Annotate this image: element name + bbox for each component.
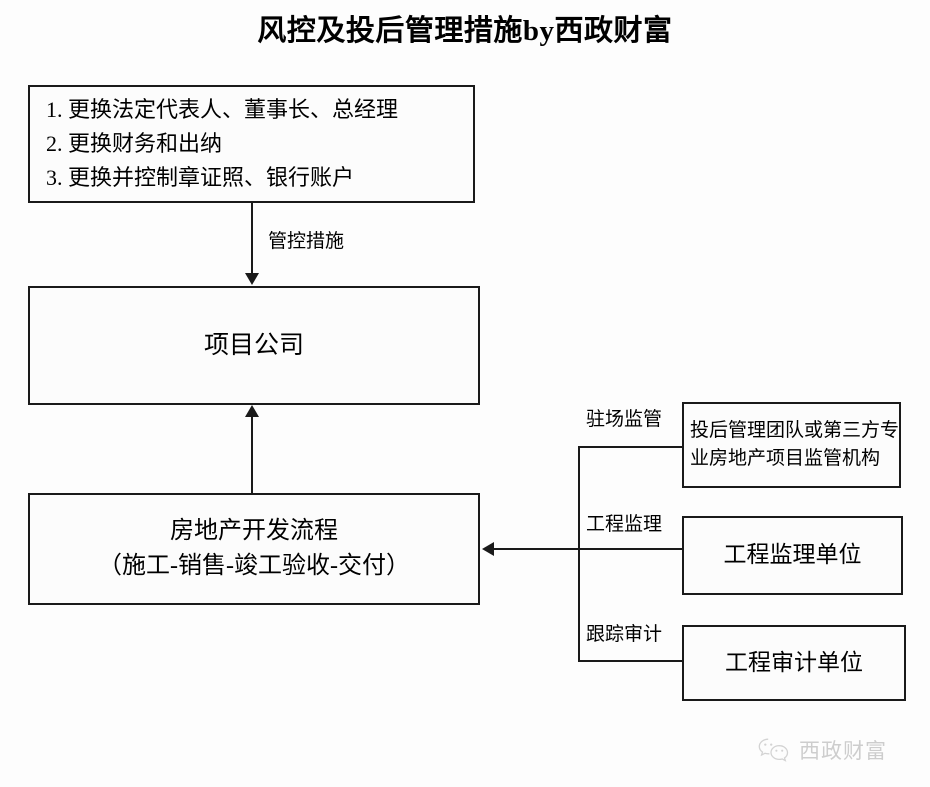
node-development-process: 房地产开发流程 （施工-销售-竣工验收-交付） [28, 493, 480, 605]
node-project-company-label: 项目公司 [203, 331, 304, 359]
arrowhead-measures-to-project-company [245, 273, 259, 285]
connector-branch-tracking-audit [578, 660, 684, 662]
connector-trunk-to-development [493, 548, 580, 550]
wechat-icon [757, 737, 791, 763]
connector-branch-engineering-supervision [578, 548, 684, 550]
node-control-measures-list: 1. 更换法定代表人、董事长、总经理 2. 更换财务和出纳 3. 更换并控制章证… [28, 85, 475, 203]
edge-label-engineering-supervision: 工程监理 [586, 514, 663, 535]
node-project-company: 项目公司 [28, 286, 480, 405]
node-control-measures-list-label: 1. 更换法定代表人、董事长、总经理 2. 更换财务和出纳 3. 更换并控制章证… [46, 96, 399, 191]
node-engineering-supervision-unit-label: 工程监理单位 [723, 542, 862, 568]
page-title: 风控及投后管理措施by西政财富 [257, 15, 673, 47]
edge-label-tracking-audit: 跟踪审计 [586, 624, 663, 645]
node-engineering-audit-unit-label: 工程审计单位 [725, 649, 863, 675]
connector-oversight-trunk [578, 446, 580, 662]
node-engineering-audit-unit: 工程审计单位 [682, 625, 906, 701]
arrowhead-development-to-project-company [245, 405, 259, 417]
arrowhead-oversight-to-development [482, 542, 494, 556]
connector-measures-to-project-company [251, 203, 253, 275]
watermark: 西政财富 [757, 735, 887, 765]
edge-label-control-measures: 管控措施 [268, 231, 345, 252]
connector-branch-onsite-supervision [578, 446, 684, 448]
connector-development-to-project-company [251, 414, 253, 493]
edge-label-onsite-supervision: 驻场监管 [586, 409, 663, 430]
node-post-investment-supervision-team-label: 投后管理团队或第三方专业房地产项目监管机构 [690, 419, 900, 470]
watermark-text: 西政财富 [799, 740, 887, 763]
node-post-investment-supervision-team: 投后管理团队或第三方专业房地产项目监管机构 [682, 402, 901, 488]
node-development-process-label: 房地产开发流程 （施工-销售-竣工验收-交付） [98, 518, 410, 579]
node-engineering-supervision-unit: 工程监理单位 [682, 516, 903, 595]
